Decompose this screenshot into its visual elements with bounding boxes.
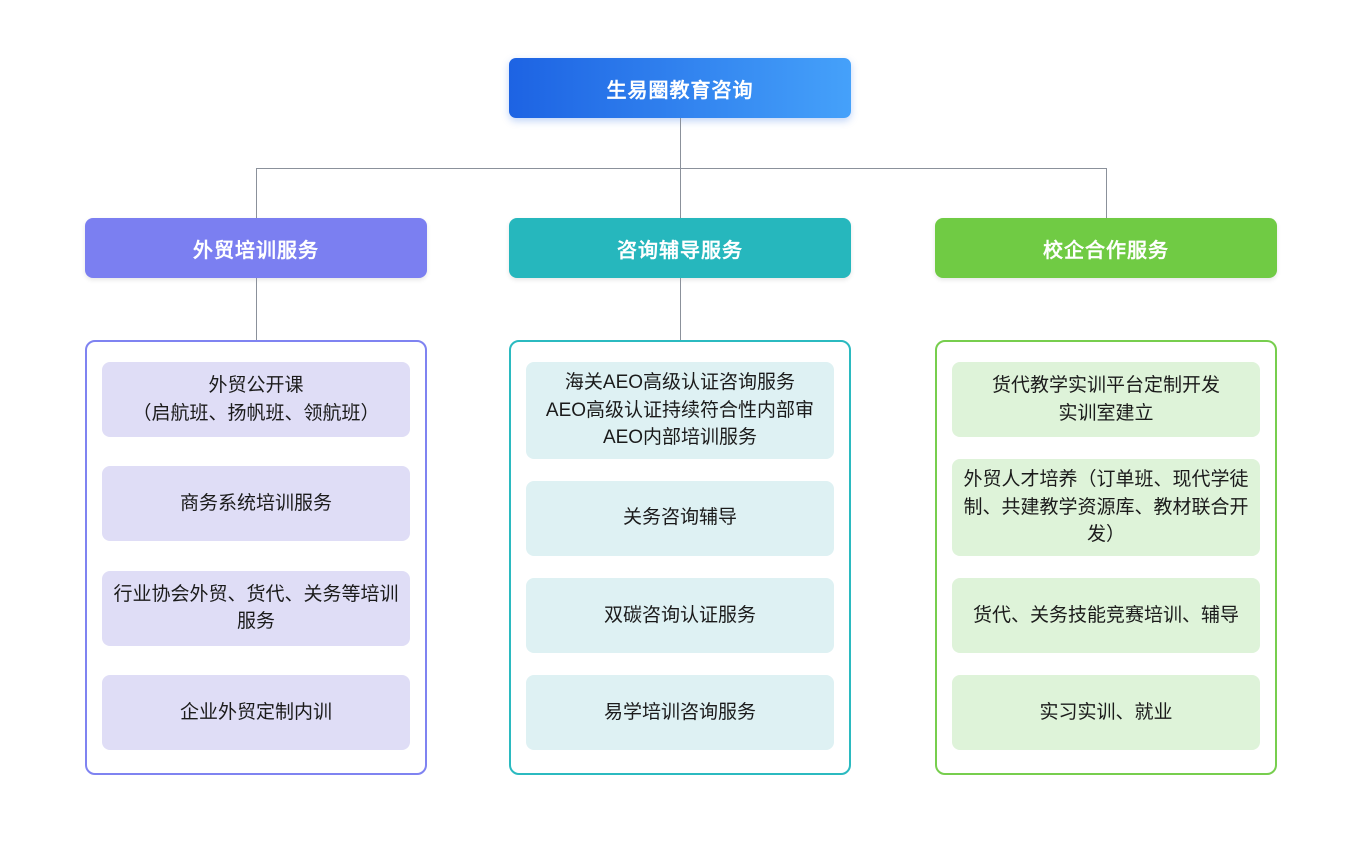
branch-item-line: 商务系统培训服务 — [179, 493, 332, 515]
connector-horizontal — [256, 168, 1106, 169]
connector-drop-right — [1106, 168, 1107, 218]
connector-root-vertical — [680, 118, 681, 168]
branch-item: 关务咨询辅导 — [526, 480, 834, 556]
connector-header-to-container — [680, 278, 681, 340]
branch-item: 易学培训咨询服务 — [526, 674, 834, 750]
branch-item: 货代教学实训平台定制开发实训室建立 — [952, 362, 1260, 437]
header-container-gap — [935, 278, 1277, 340]
branch-column-2: 校企合作服务货代教学实训平台定制开发实训室建立外贸人才培养（订单班、现代学徒制、… — [935, 218, 1277, 775]
branch-item: 商务系统培训服务 — [102, 466, 410, 542]
branch-item: 实习实训、就业 — [952, 674, 1260, 750]
branch-item-line: 关务咨询辅导 — [622, 507, 737, 529]
branch-container: 货代教学实训平台定制开发实训室建立外贸人才培养（订单班、现代学徒制、共建教学资源… — [935, 340, 1277, 775]
branch-item-line: 易学培训咨询服务 — [603, 701, 756, 723]
branch-item-line: 实习实训、就业 — [1039, 701, 1173, 723]
branch-column-1: 咨询辅导服务海关AEO高级认证咨询服务 AEO高级认证持续符合性内部审 AEO内部培… — [509, 218, 851, 775]
branch-item: 外贸公开课 （启航班、扬帆班、领航班） — [102, 362, 410, 437]
header-container-gap — [85, 278, 427, 340]
branch-item: 货代、关务技能竞赛培训、辅导 — [952, 577, 1260, 653]
branch-item: 行业协会外贸、货代、关务等培训服务 — [102, 570, 410, 646]
branch-item-line: AEO内部培训服务 — [602, 427, 758, 449]
branch-item-line: 外贸人才培养（订单班、现代学徒制、共建教学资源库、教材联合开发） — [963, 469, 1249, 546]
branch-header: 外贸培训服务 — [85, 218, 427, 278]
connector-drop-middle — [680, 168, 681, 218]
branch-item-line: （启航班、扬帆班、领航班） — [132, 402, 380, 424]
connector-header-to-container — [256, 278, 257, 340]
root-node: 生易圈教育咨询 — [509, 58, 851, 118]
branch-item-line: 外贸公开课 — [208, 374, 304, 396]
branch-item-line: AEO高级认证持续符合性内部审 — [545, 399, 815, 421]
branch-item-line: 货代、关务技能竞赛培训、辅导 — [972, 604, 1239, 626]
branch-header: 校企合作服务 — [935, 218, 1277, 278]
branch-item-line: 货代教学实训平台定制开发 — [991, 374, 1220, 396]
branch-container: 海关AEO高级认证咨询服务 AEO高级认证持续符合性内部审 AEO内部培训服务关务咨… — [509, 340, 851, 775]
connector-drop-left — [256, 168, 257, 218]
branch-column-0: 外贸培训服务外贸公开课 （启航班、扬帆班、领航班） 商务系统培训服务行业协会外贸、货… — [85, 218, 427, 775]
branch-item-line: 企业外贸定制内训 — [179, 701, 332, 723]
branch-item: 外贸人才培养（订单班、现代学徒制、共建教学资源库、教材联合开发） — [952, 459, 1260, 556]
branch-item-line: 实训室建立 — [1058, 402, 1154, 424]
branch-item-line: 行业协会外贸、货代、关务等培训服务 — [113, 583, 399, 633]
branch-item-line: 海关AEO高级认证咨询服务 — [564, 372, 796, 393]
header-container-gap — [509, 278, 851, 340]
branch-item: 双碳咨询认证服务 — [526, 577, 834, 653]
branch-header: 咨询辅导服务 — [509, 218, 851, 278]
branch-item: 海关AEO高级认证咨询服务 AEO高级认证持续符合性内部审 AEO内部培训服务 — [526, 362, 834, 459]
branch-item-line: 双碳咨询认证服务 — [603, 604, 756, 626]
branch-item: 企业外贸定制内训 — [102, 674, 410, 750]
branch-container: 外贸公开课 （启航班、扬帆班、领航班） 商务系统培训服务行业协会外贸、货代、关务等培… — [85, 340, 427, 775]
